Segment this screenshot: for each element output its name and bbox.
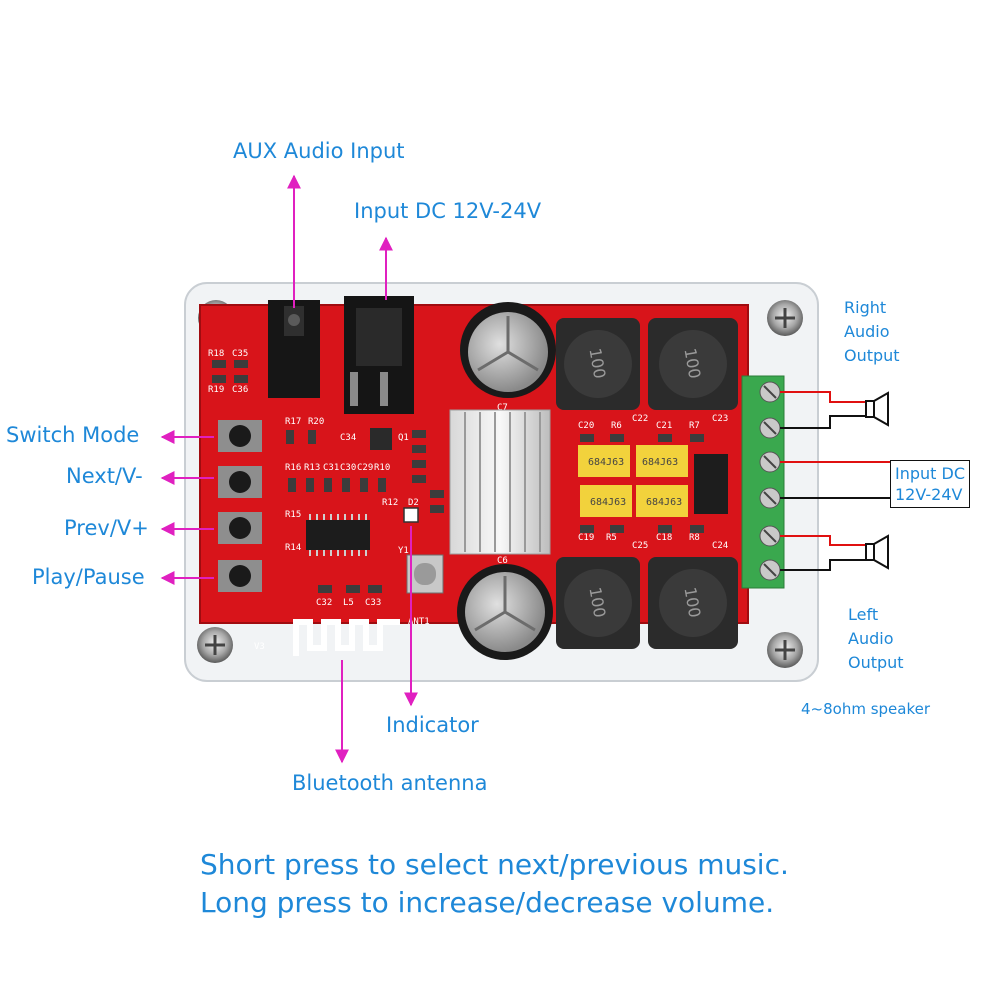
svg-text:C30: C30 (340, 463, 356, 473)
svg-text:R20: R20 (308, 417, 324, 427)
svg-text:C33: C33 (365, 598, 381, 608)
svg-text:V3: V3 (254, 642, 265, 652)
capacitor-c7 (460, 302, 556, 398)
dc-power-jack (344, 296, 414, 414)
svg-text:C34: C34 (340, 433, 356, 443)
screw-top-right (767, 300, 803, 336)
left-audio-output-label: Left Audio Output (848, 605, 904, 672)
svg-text:684J63: 684J63 (588, 457, 624, 468)
svg-text:C32: C32 (316, 598, 332, 608)
svg-text:C24: C24 (712, 541, 728, 551)
screw-bottom-left (197, 627, 233, 663)
voltage-regulator (694, 454, 728, 514)
bluetooth-antenna-trace (293, 619, 400, 656)
indicator-led (403, 507, 419, 523)
switch-mode-label: Switch Mode (6, 423, 140, 447)
svg-text:C20: C20 (578, 421, 594, 431)
capacitor-c6 (457, 564, 553, 660)
svg-text:684J63: 684J63 (646, 497, 682, 508)
dc-input-label: Input DC 12V-24V (354, 199, 542, 223)
svg-text:ANT1: ANT1 (408, 617, 430, 627)
svg-text:C19: C19 (578, 533, 594, 543)
transistor-q1 (370, 428, 392, 450)
svg-text:R16: R16 (285, 463, 301, 473)
film-capacitors: 684J63 684J63 684J63 684J63 (578, 445, 688, 517)
svg-text:C36: C36 (232, 385, 248, 395)
svg-text:R19: R19 (208, 385, 224, 395)
bluetooth-antenna-label: Bluetooth antenna (292, 771, 488, 795)
left-speaker-wires (780, 535, 866, 571)
right-speaker-icon (865, 391, 889, 427)
silk-r18: R18 (208, 349, 224, 359)
right-speaker-wires (780, 391, 866, 429)
svg-text:R12: R12 (382, 498, 398, 508)
screw-bottom-right (767, 632, 803, 668)
caption-line-1: Short press to select next/previous musi… (200, 848, 789, 881)
screw-terminal-block (741, 375, 785, 589)
play-pause-button (218, 560, 262, 592)
inductor-bottom-right: 100 (648, 557, 738, 649)
svg-text:C29: C29 (357, 463, 373, 473)
crystal-oscillator (406, 554, 444, 594)
svg-text:C6: C6 (497, 556, 508, 566)
svg-text:D2: D2 (408, 498, 419, 508)
svg-text:684J63: 684J63 (590, 497, 626, 508)
svg-text:Q1: Q1 (398, 433, 409, 443)
push-buttons (218, 420, 262, 592)
indicator-label: Indicator (386, 713, 479, 737)
svg-text:R17: R17 (285, 417, 301, 427)
play-pause-label: Play/Pause (32, 565, 145, 589)
input-dc-box: Input DC 12V-24V (890, 460, 971, 508)
svg-text:C18: C18 (656, 533, 672, 543)
inductor-bottom-left: 100 (556, 557, 640, 649)
prev-button (218, 512, 262, 544)
switch-mode-button (218, 420, 262, 452)
speaker-spec-label: 4~8ohm speaker (801, 700, 931, 718)
svg-text:C25: C25 (632, 541, 648, 551)
pointer-arrows (160, 174, 418, 764)
silkscreen-text: R18 C35 R19 C36 R17 R20 C34 R16 R13 C31 … (208, 349, 728, 652)
svg-text:R14: R14 (285, 543, 301, 553)
inductor-top-right: 100 (648, 318, 738, 410)
smd-components (212, 360, 704, 593)
svg-text:R5: R5 (606, 533, 617, 543)
svg-text:C7: C7 (497, 403, 508, 413)
caption-line-2: Long press to increase/decrease volume. (200, 886, 775, 919)
inductor-top-left: 100 (556, 318, 640, 410)
svg-text:R10: R10 (374, 463, 390, 473)
aux-input-label: AUX Audio Input (233, 139, 405, 163)
next-button (218, 466, 262, 498)
svg-text:R7: R7 (689, 421, 700, 431)
right-audio-output-label: Right Audio Output (844, 298, 900, 365)
svg-text:C35: C35 (232, 349, 248, 359)
next-vol-down-label: Next/V- (66, 464, 143, 488)
svg-text:R6: R6 (611, 421, 622, 431)
svg-text:C22: C22 (632, 414, 648, 424)
svg-text:R15: R15 (285, 510, 301, 520)
svg-text:L5: L5 (343, 598, 354, 608)
svg-text:R13: R13 (304, 463, 320, 473)
dc-input-wires (780, 461, 892, 499)
prev-vol-up-label: Prev/V+ (64, 516, 149, 540)
heatsink (449, 409, 551, 555)
aux-jack (268, 300, 320, 398)
svg-text:684J63: 684J63 (642, 457, 678, 468)
svg-text:C23: C23 (712, 414, 728, 424)
left-speaker-icon (865, 534, 889, 570)
svg-text:C21: C21 (656, 421, 672, 431)
svg-text:R8: R8 (689, 533, 700, 543)
bluetooth-ic (306, 514, 370, 556)
svg-text:Y1: Y1 (398, 546, 409, 556)
svg-text:C31: C31 (323, 463, 339, 473)
